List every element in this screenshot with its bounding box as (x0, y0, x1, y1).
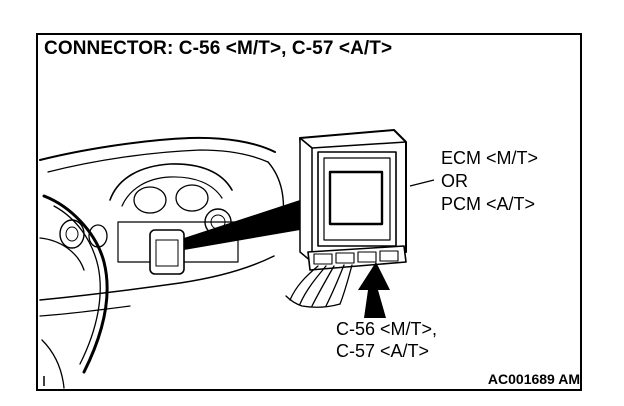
callout-wedge (184, 200, 300, 250)
knob-center (88, 224, 108, 248)
connector-label-line2: C-57 <A/T> (336, 341, 430, 361)
instrument-hood (109, 163, 233, 201)
unit-label-line2: OR (441, 171, 468, 191)
diagram-title: CONNECTOR: C-56 <M/T>, C-57 <A/T> (44, 38, 393, 59)
connector-arrow (358, 262, 390, 318)
ecu-location-marker (149, 229, 185, 275)
knob-left (59, 219, 85, 249)
meter-right (175, 184, 209, 212)
dashboard-top-edge (39, 136, 276, 161)
lower-dash-panel (117, 221, 239, 263)
dashboard-top-inner (47, 149, 269, 173)
instrument-hood-inner (121, 176, 223, 207)
connector-label-line1: C-56 <M/T>, (336, 319, 438, 339)
steering-spoke (39, 237, 85, 271)
wire-harness (285, 264, 353, 308)
steering-wheel (42, 194, 109, 374)
unit-label-line1: ECM <M/T> (441, 148, 539, 168)
ecm-pcm-unit (299, 129, 407, 271)
figure-code: AC001689 AM (487, 371, 580, 387)
unit-label-line3: PCM <A/T> (441, 194, 536, 214)
unit-leader-line (409, 179, 435, 187)
meter-left (133, 186, 167, 214)
